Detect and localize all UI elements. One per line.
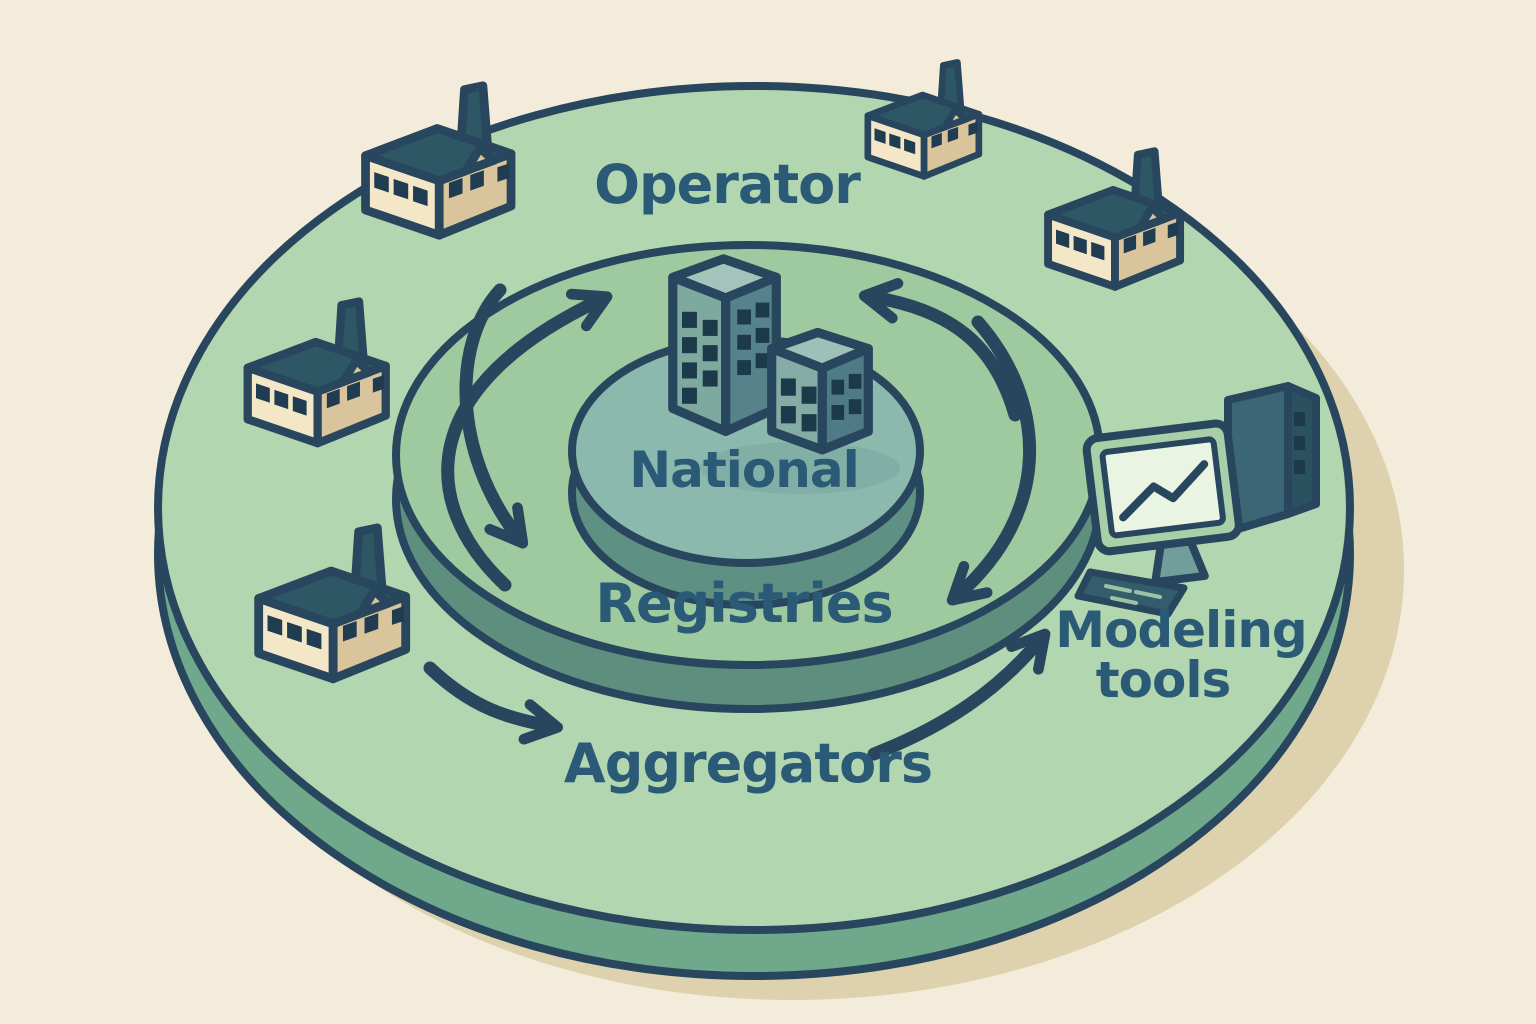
modeling-tools-label-line1: Modeling [1055,601,1306,659]
registries-label: Registries [595,572,892,635]
buildings-shadow [700,442,900,494]
cycle-arrow-left-down [459,283,529,549]
aggregators-label: Aggregators [564,732,932,795]
national-label: National [629,441,858,499]
cycle-arrow-right-in [858,278,1022,422]
arrow-to-aggregators [423,661,564,745]
cycle-arrow-left-up [441,288,613,592]
operator-label: Operator [594,153,861,216]
cycle-arrow-right-down [946,315,1037,606]
modeling-tools-label-line2: tools [1096,651,1231,709]
arrow-to-modeling-tools [867,628,1051,761]
cycle-arrows [441,278,1037,606]
